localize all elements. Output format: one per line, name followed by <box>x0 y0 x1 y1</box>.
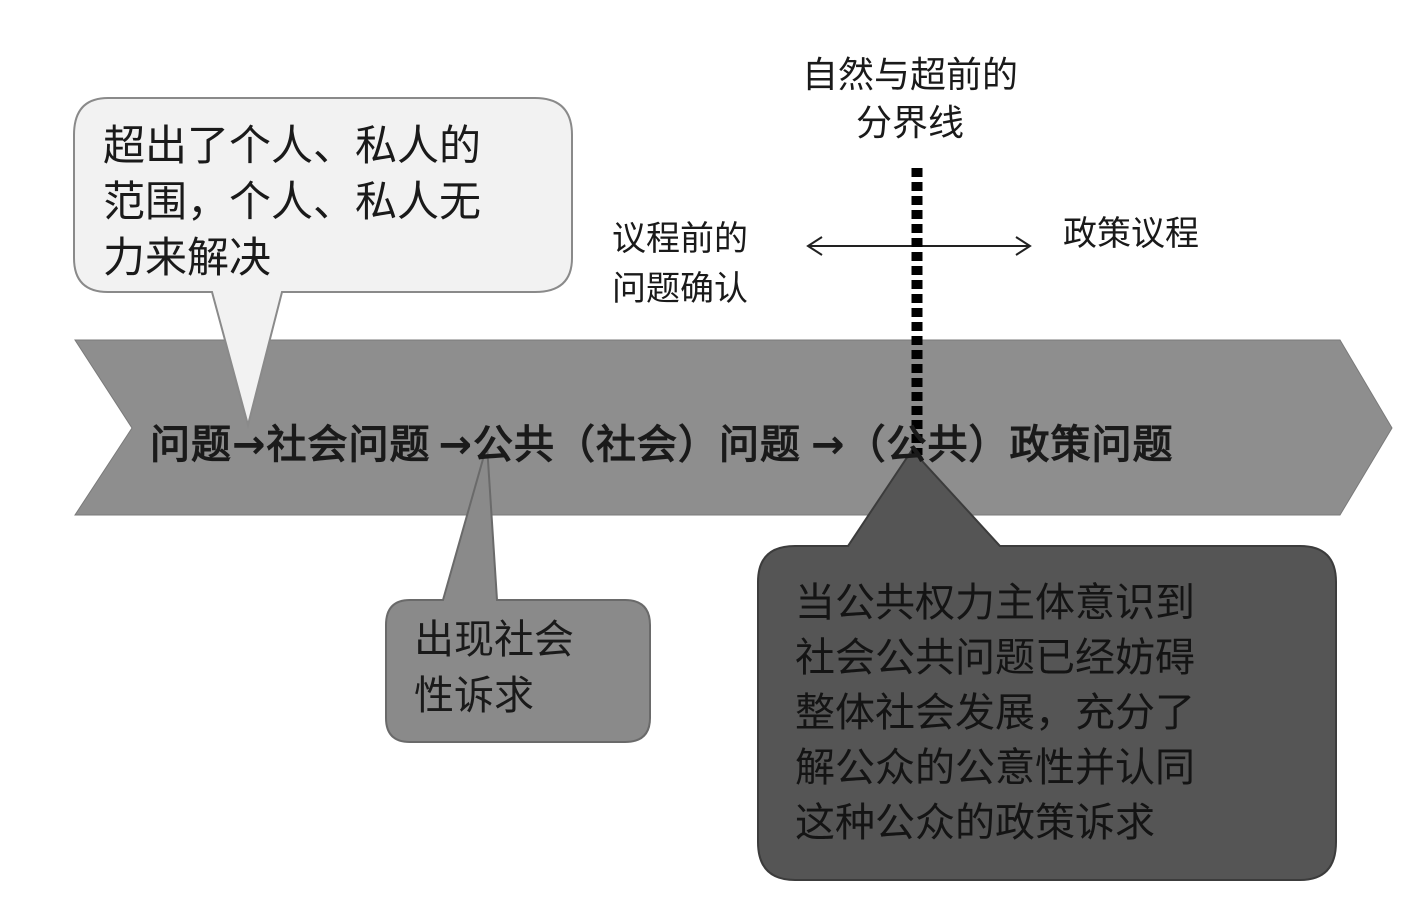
callout-social-demand-text: 出现社会 性诉求 <box>414 612 574 724</box>
process-chain: 问题→社会问题→公共（社会）问题→（公共）政策问题 <box>150 412 1174 470</box>
agenda-arrow-right-head <box>1015 236 1032 256</box>
callout-public-power-bubble <box>757 448 1337 881</box>
boundary-label: 自然与超前的 分界线 <box>760 52 1060 148</box>
process-step-social-problem: 社会问题 <box>266 422 431 468</box>
callout-top-text: 超出了个人、私人的 范围，个人、私人无 力来解决 <box>103 118 481 286</box>
agenda-arrow-left-head <box>806 236 823 256</box>
callout-top-line1: 超出了个人、私人的 <box>103 121 482 170</box>
policy-agenda-label: 政策议程 <box>1063 214 1199 254</box>
callout-top-line2: 范围，个人、私人无 <box>103 177 482 226</box>
process-band <box>74 339 1393 516</box>
callout-public-power-line4: 解公众的公意性并认同 <box>795 745 1195 791</box>
callout-public-power-line3: 整体社会发展，充分了 <box>795 690 1195 736</box>
process-step-public-problem: 公共（社会）问题 <box>473 422 802 468</box>
pre-agenda-label-line2: 问题确认 <box>612 269 748 309</box>
process-step-problem: 问题 <box>150 422 232 468</box>
callout-top-bubble <box>73 97 573 429</box>
boundary-label-line1: 自然与超前的 <box>801 55 1018 96</box>
process-arrow-1: → <box>232 422 267 468</box>
process-arrow-2: → <box>438 422 474 468</box>
callout-social-demand-line2: 性诉求 <box>414 673 534 719</box>
callout-public-power-line5: 这种公众的政策诉求 <box>795 800 1155 846</box>
callout-public-power-line2: 社会公共问题已经妨碍 <box>795 635 1195 681</box>
process-arrow-3: → <box>811 422 846 468</box>
callout-public-power-text: 当公共权力主体意识到 社会公共问题已经妨碍 整体社会发展，充分了 解公众的公意性… <box>795 576 1195 851</box>
callout-social-demand-line1: 出现社会 <box>414 617 574 663</box>
callout-social-demand-bubble <box>385 444 651 743</box>
callout-top-line3: 力来解决 <box>103 233 272 282</box>
pre-agenda-label: 议程前的 问题确认 <box>612 214 748 314</box>
boundary-label-line2: 分界线 <box>855 103 964 144</box>
pre-agenda-label-line1: 议程前的 <box>612 219 748 259</box>
callout-public-power-line1: 当公共权力主体意识到 <box>795 580 1195 626</box>
process-step-policy-problem: （公共）政策问题 <box>845 422 1174 468</box>
